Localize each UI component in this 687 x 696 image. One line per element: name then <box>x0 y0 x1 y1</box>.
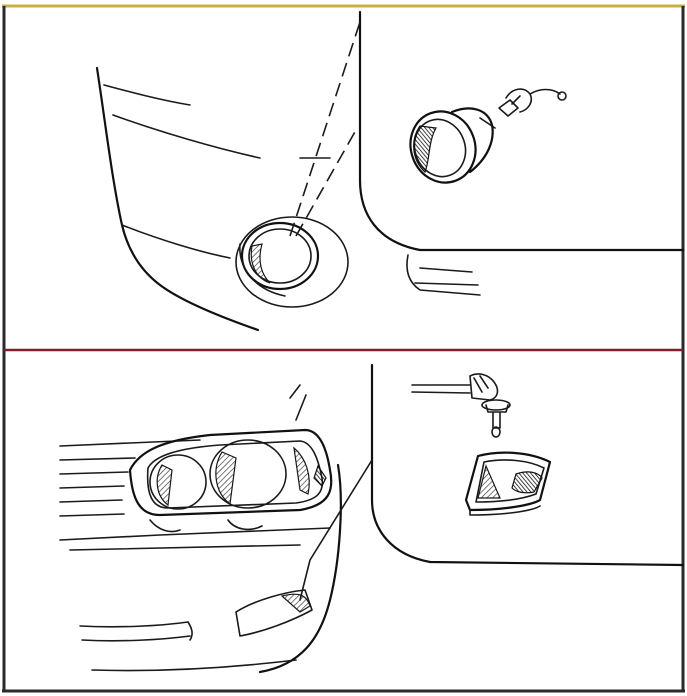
corner-lamp-housing <box>464 451 552 516</box>
fog-lamp-panel <box>95 10 685 332</box>
bulb-socket <box>411 373 511 413</box>
headlamp-assembly <box>128 428 333 533</box>
corner-lamp-bulb <box>491 412 501 438</box>
exploded-view-leader <box>289 21 361 237</box>
corner-lamp-panel <box>59 363 685 674</box>
front-bumper <box>95 10 685 332</box>
fog-lamp-bulb <box>498 88 567 117</box>
fog-lamp <box>235 216 349 308</box>
lower-bumper <box>79 589 313 672</box>
diagram-frame <box>2 4 685 693</box>
fog-lamp-housing <box>409 107 496 184</box>
